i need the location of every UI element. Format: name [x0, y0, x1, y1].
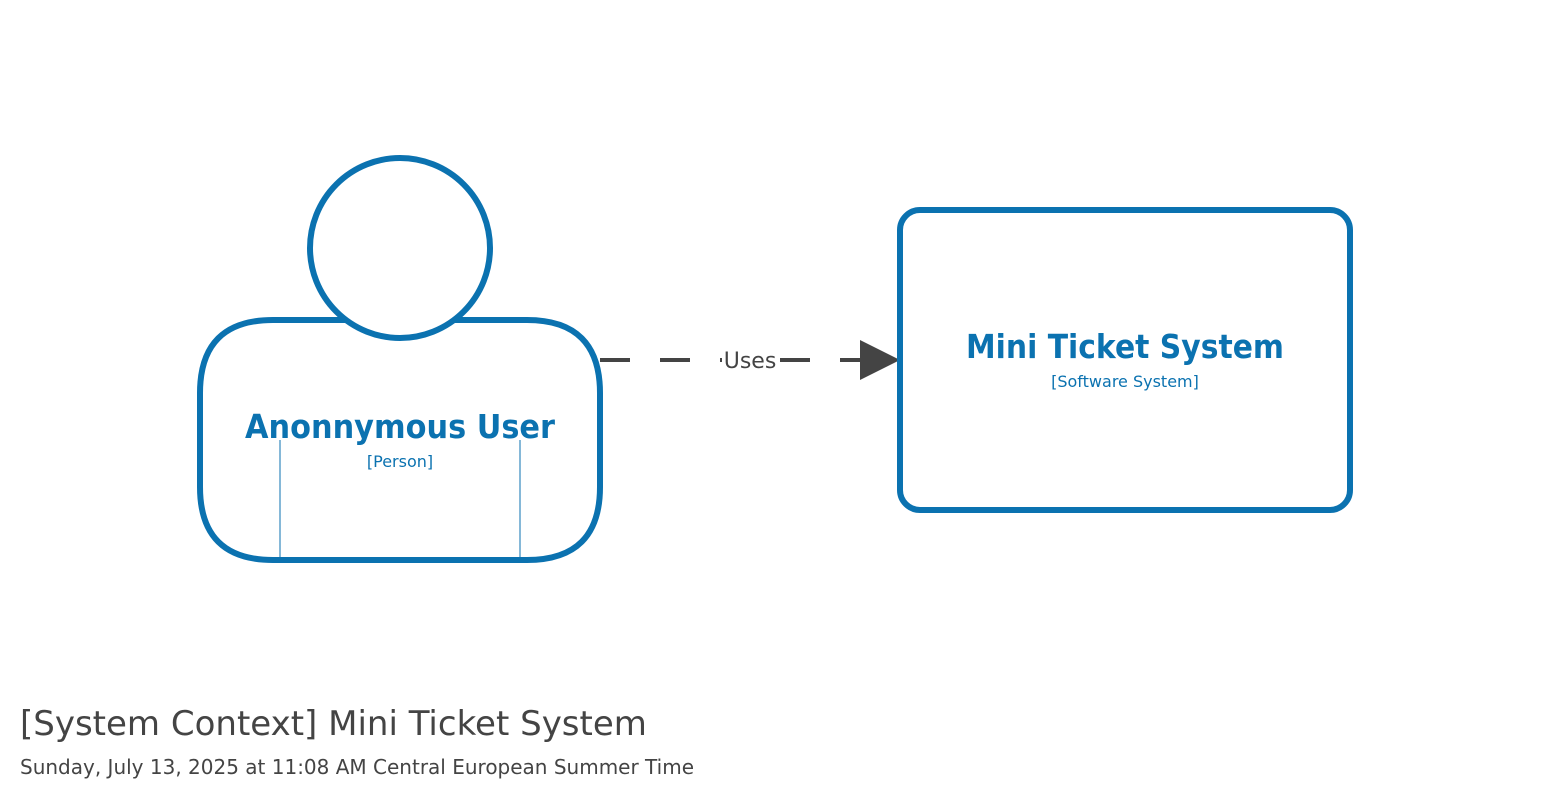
- software-system-type: [Software System]: [1051, 372, 1199, 391]
- person-type: [Person]: [367, 452, 433, 471]
- person-head-shape: [307, 155, 493, 341]
- diagram-title: [System Context] Mini Ticket System: [20, 704, 647, 744]
- relationship-label: Uses: [724, 349, 777, 374]
- software-system-element[interactable]: Mini Ticket System [Software System]: [897, 207, 1353, 513]
- relationship-uses[interactable]: Uses: [600, 340, 900, 380]
- arrow-head-icon: [860, 340, 900, 380]
- person-body-shape: [197, 317, 603, 563]
- person-name: Anonnymous User: [245, 407, 556, 446]
- person-element[interactable]: Anonnymous User [Person]: [197, 155, 603, 563]
- software-system-box: [897, 207, 1353, 513]
- software-system-name: Mini Ticket System: [966, 327, 1284, 366]
- diagram-subtitle: Sunday, July 13, 2025 at 11:08 AM Centra…: [20, 755, 695, 779]
